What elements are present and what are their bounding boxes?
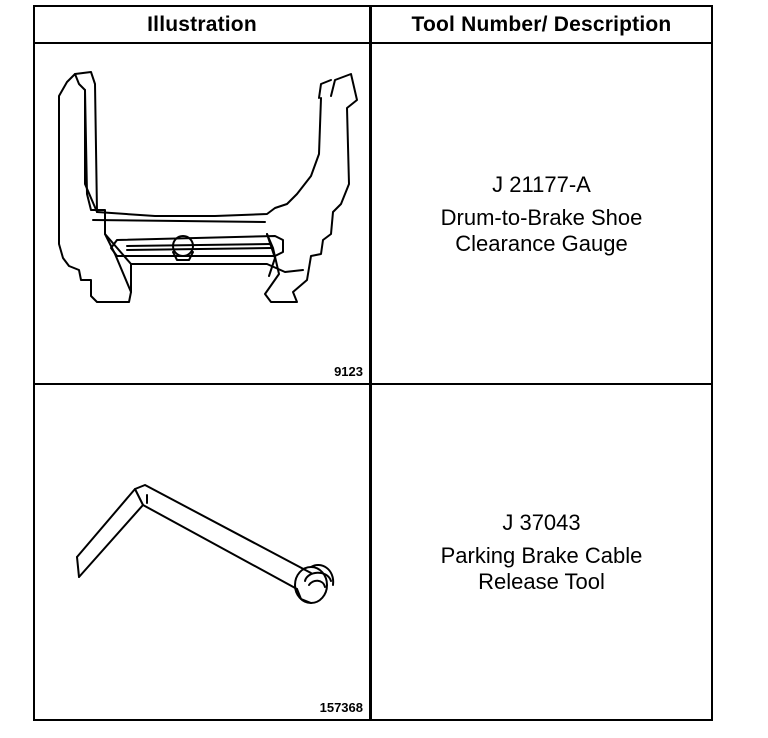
clearance-gauge-drawing-icon — [58, 71, 358, 303]
figure-number: 9123 — [334, 364, 363, 379]
illustration-cell-2: 157368 — [35, 385, 369, 719]
tool-number: J 37043 — [502, 510, 581, 535]
row-divider — [35, 383, 711, 385]
tool-description-line-2: Release Tool — [478, 569, 605, 594]
header-illustration: Illustration — [147, 12, 257, 36]
header-tool-description: Tool Number/ Description — [411, 12, 672, 36]
description-cell-2: J 37043 Parking Brake Cable Release Tool — [372, 385, 711, 719]
tool-table: Illustration Tool Number/ Description — [33, 5, 713, 721]
column-divider — [369, 7, 372, 719]
cable-release-tool-drawing-icon — [76, 484, 335, 604]
header-divider — [35, 42, 711, 44]
tool-description-line-1: Parking Brake Cable — [440, 543, 643, 568]
tool-number: J 21177-A — [492, 171, 591, 197]
description-cell-1: J 21177-A Drum-to-Brake Shoe Clearance G… — [372, 44, 711, 383]
figure-number: 157368 — [319, 700, 363, 715]
illustration-cell-1: 9123 — [35, 44, 369, 383]
tool-description-line-1: Drum-to-Brake Shoe — [440, 204, 643, 230]
tool-description-line-2: Clearance Gauge — [455, 230, 628, 256]
